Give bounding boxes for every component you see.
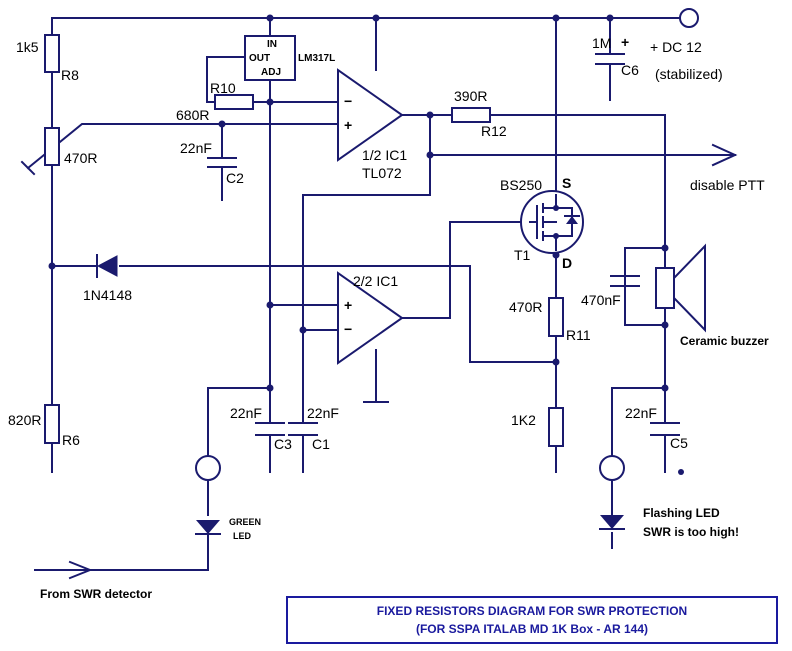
potentiometer-470r bbox=[44, 127, 60, 166]
junctions bbox=[48, 14, 684, 475]
diode-name: 1N4148 bbox=[83, 287, 132, 303]
c3-name: C3 bbox=[274, 436, 292, 452]
resistor-r10 bbox=[214, 94, 254, 110]
fet-ref: T1 bbox=[514, 247, 531, 263]
c2-value: 22nF bbox=[180, 140, 212, 156]
diode-1n4148 bbox=[96, 254, 118, 278]
fet-name: BS250 bbox=[500, 177, 542, 193]
c5-value: 22nF bbox=[625, 405, 657, 421]
c6-plus: + bbox=[621, 34, 629, 50]
capacitor-c3 bbox=[255, 422, 285, 436]
resistor-r12 bbox=[451, 107, 491, 123]
c1-name: C1 bbox=[312, 436, 330, 452]
opamp-1 bbox=[337, 68, 404, 162]
pot-value: 470R bbox=[64, 150, 97, 166]
r12-name: R12 bbox=[481, 123, 507, 139]
r6-value: 820R bbox=[8, 412, 41, 428]
green-led bbox=[195, 455, 221, 535]
fet-drain: D bbox=[562, 255, 572, 271]
green-led-label-2: LED bbox=[233, 531, 252, 541]
resistor-r6 bbox=[44, 404, 60, 444]
c2-name: C2 bbox=[226, 170, 244, 186]
op2-plus: + bbox=[344, 297, 352, 313]
op1-name: 1/2 IC1 bbox=[362, 147, 407, 163]
fet-source: S bbox=[562, 175, 571, 191]
r10-name: R10 bbox=[210, 80, 236, 96]
capacitor-c1 bbox=[288, 422, 318, 436]
r8-name: R8 bbox=[61, 67, 79, 83]
regulator-lm317l bbox=[244, 35, 296, 81]
c6-name: C6 bbox=[621, 62, 639, 78]
r8-value: 1k5 bbox=[16, 39, 39, 55]
opamp-2 bbox=[337, 271, 404, 365]
pot-wiper-end bbox=[20, 160, 36, 176]
r12-value: 390R bbox=[454, 88, 487, 104]
c1-value: 22nF bbox=[307, 405, 339, 421]
capacitor-c5 bbox=[650, 422, 680, 436]
resistor-1k2 bbox=[548, 407, 564, 447]
capacitor-470nf bbox=[610, 275, 640, 287]
r6-name: R6 bbox=[62, 432, 80, 448]
c6-value: 1M bbox=[592, 35, 611, 51]
green-led-label-1: GREEN bbox=[229, 517, 261, 527]
op1-plus: + bbox=[344, 117, 352, 133]
title-line-1: FIXED RESISTORS DIAGRAM FOR SWR PROTECTI… bbox=[377, 604, 687, 618]
dc-label: + DC 12 bbox=[650, 39, 702, 55]
flash-led-label-2: SWR is too high! bbox=[643, 525, 739, 539]
buzzer-cap-value: 470nF bbox=[581, 292, 621, 308]
reg-in-pin: IN bbox=[267, 39, 277, 50]
title-box bbox=[286, 596, 778, 644]
resistor-r8 bbox=[44, 34, 60, 73]
title-line-2: (FOR SSPA ITALAB MD 1K Box - AR 144) bbox=[416, 622, 648, 636]
ceramic-buzzer bbox=[655, 243, 706, 333]
capacitor-c6 bbox=[595, 53, 625, 65]
disable-ptt-label: disable PTT bbox=[690, 177, 765, 193]
c3-value: 22nF bbox=[230, 405, 262, 421]
ground-stubs bbox=[221, 99, 611, 201]
flash-led-label-1: Flashing LED bbox=[643, 506, 720, 520]
buzzer-name: Ceramic buzzer bbox=[680, 334, 769, 348]
mosfet-bs250 bbox=[520, 190, 584, 254]
reg-name: LM317L bbox=[298, 53, 335, 64]
dc-terminal bbox=[679, 8, 699, 28]
r10-value: 680R bbox=[176, 107, 209, 123]
stabilized-label: (stabilized) bbox=[655, 66, 723, 82]
flashing-led bbox=[599, 455, 625, 530]
r11-name: R11 bbox=[566, 327, 591, 343]
resistor-r11 bbox=[548, 297, 564, 337]
r11-value: 470R bbox=[509, 299, 542, 315]
op1-type: TL072 bbox=[362, 165, 402, 181]
from-swr-label: From SWR detector bbox=[40, 587, 152, 601]
reg-out-pin: OUT bbox=[249, 53, 270, 64]
op2-minus: − bbox=[344, 321, 352, 337]
c5-name: C5 bbox=[670, 435, 688, 451]
capacitor-c2 bbox=[207, 157, 237, 168]
op1-minus: − bbox=[344, 93, 352, 109]
op2-name: 2/2 IC1 bbox=[353, 273, 398, 289]
reg-adj-pin: ADJ bbox=[261, 67, 281, 78]
r-1k2-value: 1K2 bbox=[511, 412, 536, 428]
